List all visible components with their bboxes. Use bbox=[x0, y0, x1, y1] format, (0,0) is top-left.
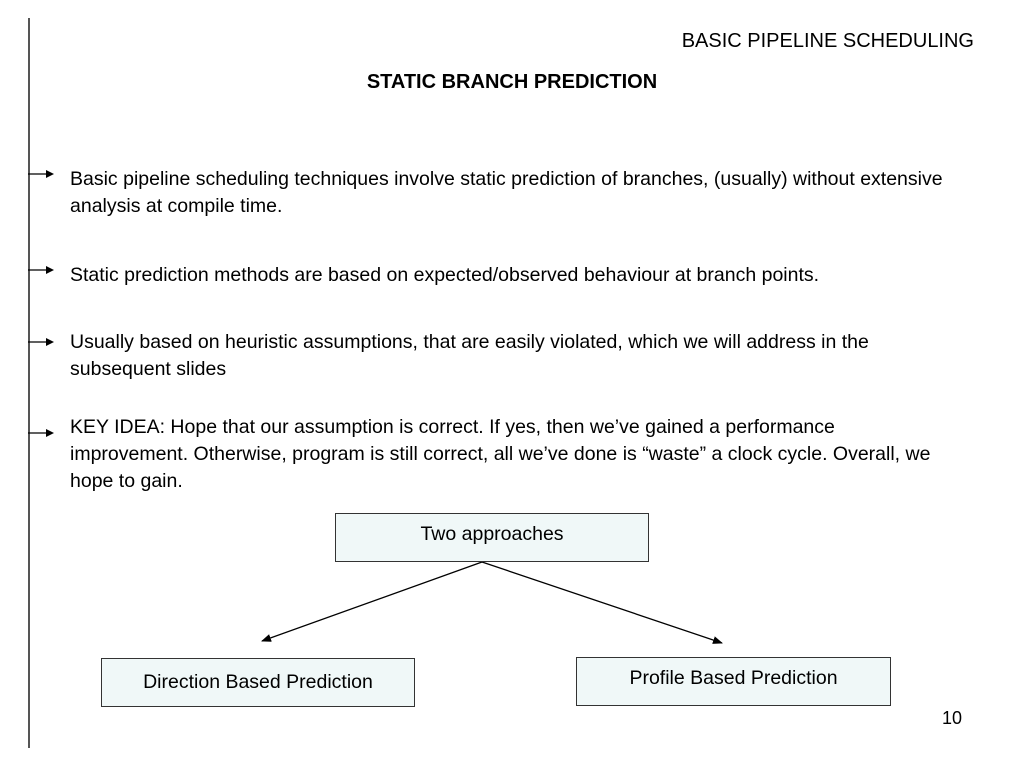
diagram-child-box-profile: Profile Based Prediction bbox=[576, 657, 891, 706]
diagram-child-box-direction: Direction Based Prediction bbox=[101, 658, 415, 707]
page-number: 10 bbox=[941, 708, 962, 728]
left-vertical-rule bbox=[28, 18, 30, 748]
diagram-child-label: Direction Based Prediction bbox=[143, 671, 373, 693]
arrow-right-icon bbox=[28, 338, 54, 346]
diagram-root-label: Two approaches bbox=[420, 523, 564, 545]
arrow-right-icon bbox=[28, 266, 54, 274]
bullet-text: KEY IDEA: Hope that our assumption is co… bbox=[70, 416, 931, 492]
slide-title: STATIC BRANCH PREDICTION bbox=[366, 71, 658, 93]
arrow-right-icon bbox=[28, 170, 54, 178]
diagram-child-label: Profile Based Prediction bbox=[629, 667, 838, 689]
section-header: BASIC PIPELINE SCHEDULING bbox=[681, 30, 974, 52]
arrow-to-direction-based bbox=[261, 561, 483, 642]
bullet-text: Static prediction methods are based on e… bbox=[70, 264, 820, 286]
bullet-text: Basic pipeline scheduling techniques inv… bbox=[70, 168, 943, 217]
arrow-to-profile-based bbox=[481, 561, 723, 644]
arrow-right-icon bbox=[28, 429, 54, 437]
bullet-text: Usually based on heuristic assumptions, … bbox=[70, 331, 869, 380]
diagram-root-box: Two approaches bbox=[335, 513, 649, 562]
